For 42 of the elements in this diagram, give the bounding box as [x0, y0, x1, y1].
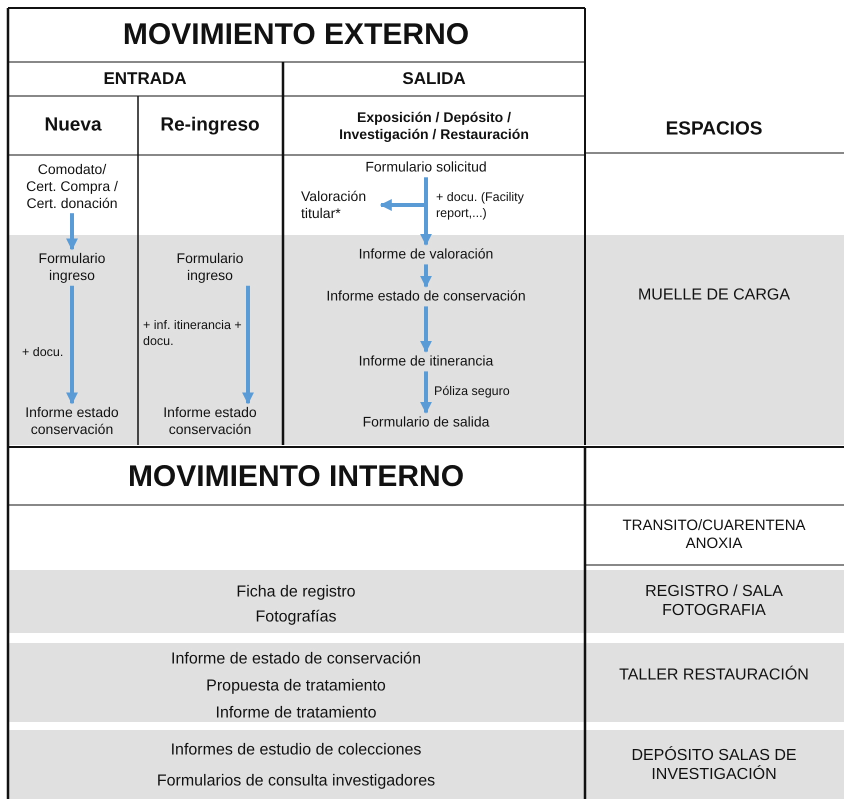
arrow [242, 286, 254, 404]
space-name: TALLER RESTAURACIÓN [619, 665, 809, 685]
document-label: Formulario ingreso [159, 250, 261, 284]
column-heading: Re-ingreso [160, 114, 260, 138]
document-label: Informe estado conservación [144, 404, 276, 438]
column-heading: Nueva [44, 114, 102, 138]
document-label: Informe de itinerancia [358, 352, 494, 370]
space-name: DEPÓSITO SALAS DE INVESTIGACIÓN [630, 746, 798, 784]
document-name: Informe de tratamiento [216, 703, 376, 723]
document-label: Informe de valoración [358, 246, 494, 262]
section-heading: MOVIMIENTO INTERNO [128, 459, 464, 495]
edge-label: + docu. (Facility report,...) [436, 190, 525, 222]
document-name: Informe de estado de conservación [171, 649, 421, 669]
document-name: Propuesta de tratamiento [206, 676, 386, 696]
document-label: Formulario solicitud [364, 158, 488, 176]
document-name: Fotografías [256, 607, 336, 627]
edge-label: Póliza seguro [434, 384, 510, 400]
arrow [420, 371, 432, 414]
arrow [66, 286, 78, 404]
arrow [380, 177, 428, 211]
arrow [420, 306, 432, 353]
document-name: Informes de estudio de colecciones [170, 740, 422, 760]
column-heading: ESPACIOS [666, 118, 762, 142]
document-label: Informe estado conservación [6, 404, 138, 438]
edge-label: + inf. itinerancia + docu. [143, 318, 243, 350]
document-label: Comodato/ Cert. Compra / Cert. donación [21, 160, 123, 212]
document-label: Formulario de salida [362, 414, 490, 430]
column-heading: Exposición / Depósito / Investigación / Restauración [338, 109, 530, 143]
space-name: TRANSITO/CUARENTENA ANOXIA [621, 517, 807, 553]
space-name: REGISTRO / SALA FOTOGRAFIA [644, 582, 784, 620]
edge-label: + docu. [22, 345, 64, 361]
document-name: Formularios de consulta investigadores [156, 771, 436, 791]
section-heading: MOVIMIENTO EXTERNO [122, 17, 470, 53]
arrow [66, 213, 78, 250]
space-name: MUELLE DE CARGA [638, 285, 790, 305]
document-label: Informe estado de conservación [325, 288, 527, 304]
document-name: Ficha de registro [236, 582, 356, 602]
column-heading: SALIDA [402, 68, 466, 90]
document-label: Formulario ingreso [21, 250, 123, 284]
arrow [420, 264, 432, 288]
document-label: Valoración titular* [301, 188, 379, 222]
column-heading: ENTRADA [103, 68, 187, 90]
